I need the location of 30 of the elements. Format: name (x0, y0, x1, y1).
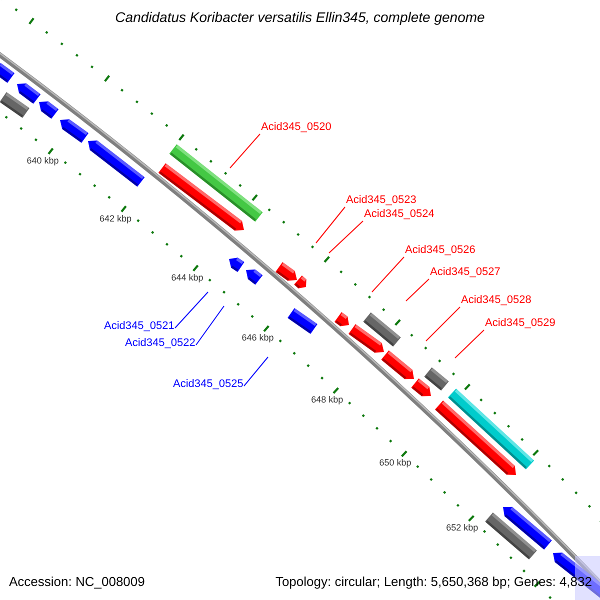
genome-summary-text: Topology: circular; Length: 5,650,368 bp; Genes: 4,832 (275, 574, 592, 589)
gene-label: Acid345_0525 (173, 378, 244, 391)
leader-line (328, 220, 364, 254)
leader-line (174, 292, 208, 328)
gene-label: Acid345_0521 (104, 320, 174, 333)
scale-label: 644 kbp (171, 272, 204, 284)
leader-line (244, 356, 268, 386)
scale-label: 648 kbp (311, 394, 344, 406)
leader-line (196, 306, 224, 346)
title: Candidatus Koribacter versatilis Ellin345, complete genome (114, 9, 486, 26)
gene-label: Acid345_0527 (430, 266, 500, 279)
leader-line (406, 278, 430, 302)
leader-line (230, 134, 260, 168)
gene-label: Acid345_0520 (261, 121, 332, 134)
leader-line (372, 256, 404, 292)
gene-label: Acid345_0523 (346, 194, 416, 207)
gene-label: Acid345_0524 (364, 208, 434, 221)
accession-text: Accession: NC_008009 (9, 574, 145, 589)
scale-label: 640 kbp (26, 156, 59, 167)
scale-label: 650 kbp (379, 458, 412, 469)
gene-label: Acid345_0528 (461, 294, 532, 307)
scale-label: 642 kbp (100, 214, 132, 225)
gene-label: Acid345_0522 (125, 337, 196, 350)
gene-label: Acid345_0526 (405, 244, 476, 257)
leader-line (426, 306, 460, 342)
leader-line (454, 330, 484, 358)
leader-line (316, 206, 346, 244)
scale-label: 646 kbp (242, 332, 274, 344)
gene-label: Acid345_0529 (485, 317, 556, 330)
scale-label: 652 kbp (446, 522, 478, 534)
